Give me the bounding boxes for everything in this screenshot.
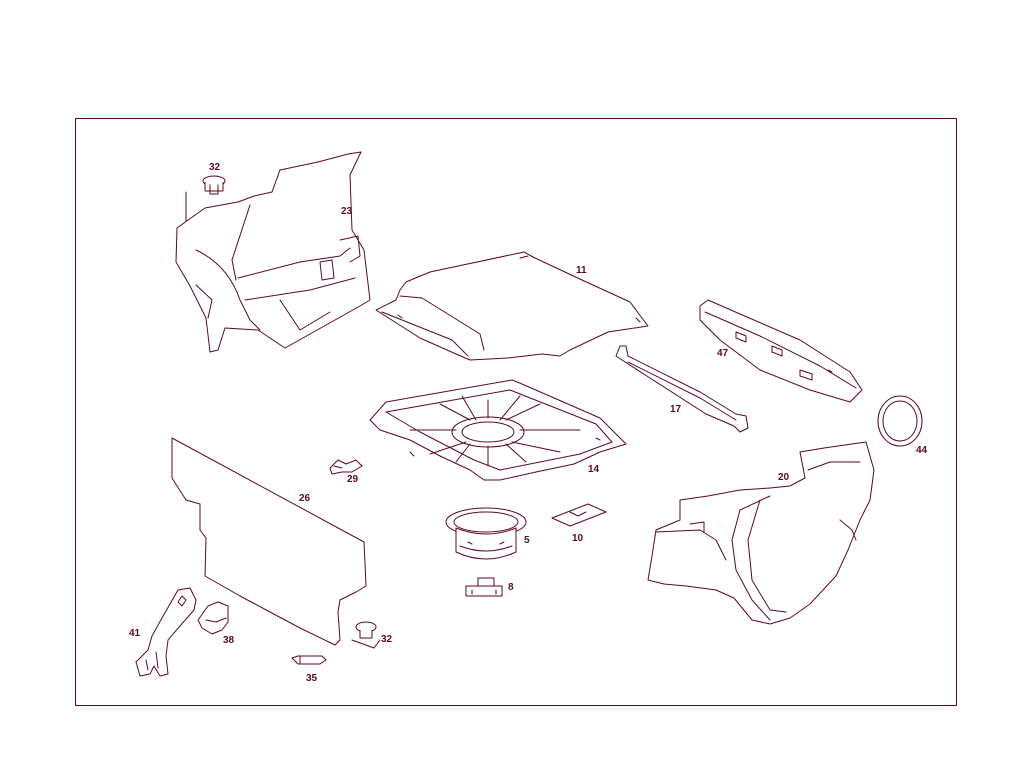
part-10-shim-plate xyxy=(551,503,607,527)
callout-5: 5 xyxy=(524,535,530,546)
part-47-rear-panel-trim xyxy=(699,299,863,403)
callout-29: 29 xyxy=(347,474,359,485)
diagram-frame xyxy=(75,118,957,706)
callout-41: 41 xyxy=(129,628,141,639)
callout-32-bottom: 32 xyxy=(381,634,393,645)
callout-44: 44 xyxy=(916,445,928,456)
part-26-partition-board xyxy=(171,437,367,646)
part-20-right-side-trim xyxy=(647,441,875,625)
part-32-clip-bottom xyxy=(351,621,381,649)
part-38-stop-block xyxy=(197,601,229,635)
part-41-hinge-bracket xyxy=(135,587,197,677)
part-5-wheel-holder-cup xyxy=(445,507,527,560)
part-29-bracket xyxy=(329,459,363,475)
callout-23: 23 xyxy=(341,206,353,217)
part-35-plug xyxy=(291,655,327,665)
callout-26: 26 xyxy=(299,493,311,504)
part-8-clip-nut xyxy=(465,577,503,597)
part-14-spare-wheel-cover xyxy=(369,379,627,481)
part-23-left-side-trim xyxy=(175,151,371,353)
callout-32-top: 32 xyxy=(209,162,221,173)
part-44-ring-seal xyxy=(877,395,923,447)
callout-11: 11 xyxy=(576,265,587,276)
callout-20: 20 xyxy=(778,472,790,483)
callout-35: 35 xyxy=(306,673,318,684)
part-17-handle-strap xyxy=(615,345,749,433)
callout-14: 14 xyxy=(588,464,600,475)
part-11-floor-mat xyxy=(375,251,649,361)
callout-38: 38 xyxy=(223,635,235,646)
callout-47: 47 xyxy=(717,348,729,359)
part-32-clip-top xyxy=(185,175,226,227)
callout-10: 10 xyxy=(572,533,584,544)
callout-8: 8 xyxy=(508,582,514,593)
callout-17: 17 xyxy=(670,404,682,415)
